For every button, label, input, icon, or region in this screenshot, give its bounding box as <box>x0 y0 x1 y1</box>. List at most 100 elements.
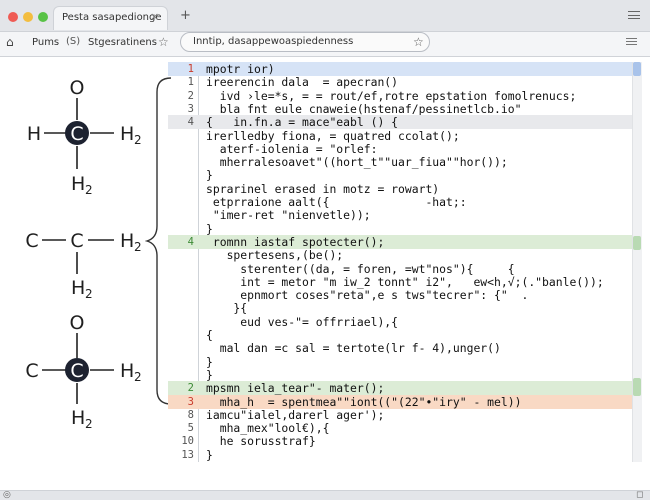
url-star-icon[interactable]: ☆ <box>413 35 424 49</box>
code-line[interactable]: } <box>168 368 632 382</box>
code-text: }{ <box>206 301 248 316</box>
menu-icon[interactable] <box>628 11 640 19</box>
atom-right: H <box>120 230 134 252</box>
code-text: ivd ›le=*s, = = rout/ef,rotre epstation … <box>206 88 577 103</box>
code-text: } <box>206 367 213 382</box>
atom-bottom-sub: 2 <box>85 287 93 301</box>
code-line[interactable]: 13} <box>168 448 632 462</box>
molecule-1: C O H H 2 H 2 <box>27 77 142 197</box>
code-line[interactable]: 8 iamcu"ialel,darerl ager'); <box>168 408 632 422</box>
nav-link-b[interactable]: Stgesratinens <box>88 37 157 48</box>
atom-right: H <box>120 360 134 382</box>
gutter-divider <box>198 62 199 462</box>
scrollbar[interactable] <box>632 62 642 462</box>
scroll-marker-blue <box>633 62 641 76</box>
code-text: iamcu"ialel,darerl ager'); <box>206 407 385 422</box>
code-text: sterenter((da, = foren, =wt"nos"){ { <box>206 261 515 276</box>
code-line[interactable]: sterenter((da, = foren, =wt"nos"){ { <box>168 262 632 276</box>
new-tab-button[interactable]: + <box>180 8 191 23</box>
code-line[interactable]: mal dan =c sal = tertote(lr f- 4),unger(… <box>168 341 632 355</box>
code-line[interactable]: int = metor "m iw_2 tonnt" i2", ew<h,√;(… <box>168 275 632 289</box>
line-number: 8 <box>187 408 194 421</box>
code-line[interactable]: 10 he sorusstraf} <box>168 434 632 448</box>
tab-bar: Pesta sasapedionge × + <box>0 0 650 32</box>
bookmark-star-icon[interactable]: ☆ <box>158 35 169 49</box>
line-number: 5 <box>187 422 194 435</box>
code-line[interactable]: mherralesoavet"((hort_t""uar_fiua""hor()… <box>168 155 632 169</box>
line-number: 4 <box>187 235 194 248</box>
atom-bottom: H <box>71 173 85 195</box>
tab-close-icon[interactable]: × <box>150 10 160 23</box>
code-text: } <box>206 221 213 236</box>
code-line[interactable]: { <box>168 328 632 342</box>
code-text: spertesens,(be(); <box>206 248 344 263</box>
code-text: mpsmn iela_tear"- mater(); <box>206 381 385 396</box>
status-left-icon: ◎ <box>3 490 11 500</box>
code-line[interactable]: spertesens,(be(); <box>168 248 632 262</box>
line-number: 3 <box>187 395 194 408</box>
code-line[interactable]: eud ves-"= offrriael),{ <box>168 315 632 329</box>
code-text: mpotr ior) <box>206 62 275 76</box>
code-text: bla fnt eule cnaweie(hstenaf/pessinetlcb… <box>206 101 522 116</box>
code-line[interactable]: 3 mha_h = spentmea""iont(("(22"•"iry" - … <box>168 394 632 409</box>
code-line[interactable]: } <box>168 168 632 182</box>
code-line[interactable]: 5 mha_mex"lool€),{ <box>168 421 632 435</box>
line-number: 10 <box>181 435 194 448</box>
code-text: } <box>206 447 213 462</box>
atom-bottom: H <box>71 277 85 299</box>
line-number: 3 <box>187 102 194 115</box>
status-bar: ◎ ◻ <box>0 490 650 500</box>
home-icon[interactable]: ⌂ <box>6 35 14 49</box>
address-text: Inntip, dasappewoaspiedenness <box>193 36 354 47</box>
status-right-icon: ◻ <box>636 490 644 500</box>
code-line[interactable]: 3 bla fnt eule cnaweie(hstenaf/pessinetl… <box>168 102 632 116</box>
code-line[interactable]: 4 { in.fn.a = mace"eabl () { <box>168 115 632 130</box>
code-line[interactable]: "imer-ret "nienvetle)); <box>168 208 632 222</box>
carbon-atom <box>65 358 89 382</box>
code-text: sprarinel erased in motz = rowart) <box>206 181 440 196</box>
code-text: mal dan =c sal = tertote(lr f- 4),unger(… <box>206 341 501 356</box>
code-text: int = metor "m iw_2 tonnt" i2", ew<h,√;(… <box>206 274 604 289</box>
close-window-button[interactable] <box>8 12 18 22</box>
line-number: 2 <box>187 89 194 102</box>
atom-right: H <box>120 123 134 145</box>
code-line[interactable]: sprarinel erased in motz = rowart) <box>168 182 632 196</box>
atom-top: O <box>70 312 85 334</box>
code-line[interactable]: }{ <box>168 301 632 315</box>
maximize-window-button[interactable] <box>38 12 48 22</box>
code-text: { in.fn.a = mace"eabl () { <box>206 115 399 130</box>
code-line[interactable]: } <box>168 355 632 369</box>
code-text: "imer-ret "nienvetle)); <box>206 208 371 223</box>
code-text: mha_h = spentmea""iont(("(22"•"iry" - me… <box>206 394 522 409</box>
atom-bottom: H <box>71 407 85 429</box>
code-line[interactable]: aterf-iolenia = "orlef: <box>168 142 632 156</box>
molecule-2: C C H 2 H 2 <box>25 230 141 301</box>
atom-top: O <box>70 77 85 99</box>
tab-title: Pesta sasapedionge <box>62 12 162 23</box>
minimize-window-button[interactable] <box>23 12 33 22</box>
settings-menu-icon[interactable] <box>626 38 637 45</box>
code-line[interactable]: 2 ivd ›le=*s, = = rout/ef,rotre epstatio… <box>168 89 632 103</box>
tab-active[interactable]: Pesta sasapedionge <box>53 6 168 30</box>
code-line[interactable]: epnmort coses"reta",e s tws"tecrer": {" … <box>168 288 632 302</box>
atom-right-sub: 2 <box>134 240 142 254</box>
line-number: 4 <box>187 116 194 129</box>
nav-link-a[interactable]: Pums <box>32 37 60 48</box>
address-bar[interactable]: Inntip, dasappewoaspiedenness <box>180 32 430 52</box>
code-text: irerlledby fiona, = quatred ccolat(); <box>206 128 460 143</box>
code-line[interactable]: 4 romnn iastaf spotecter(); <box>168 234 632 249</box>
code-text: ireerencin dala = apecran() <box>206 75 399 90</box>
code-line[interactable]: etprraione aalt({ -hat;: <box>168 195 632 209</box>
code-line[interactable]: } <box>168 222 632 236</box>
atom-right-sub: 2 <box>134 370 142 384</box>
curly-brace-connector <box>145 77 172 405</box>
code-line[interactable]: irerlledby fiona, = quatred ccolat(); <box>168 129 632 143</box>
atom-left: C <box>25 360 38 382</box>
nav-b-icon: (S) <box>66 36 81 47</box>
molecule-diagrams: C O H H 2 H 2 C C H 2 H 2 C O C <box>25 77 142 431</box>
code-text: epnmort coses"reta",e s tws"tecrer": {" … <box>206 288 529 303</box>
